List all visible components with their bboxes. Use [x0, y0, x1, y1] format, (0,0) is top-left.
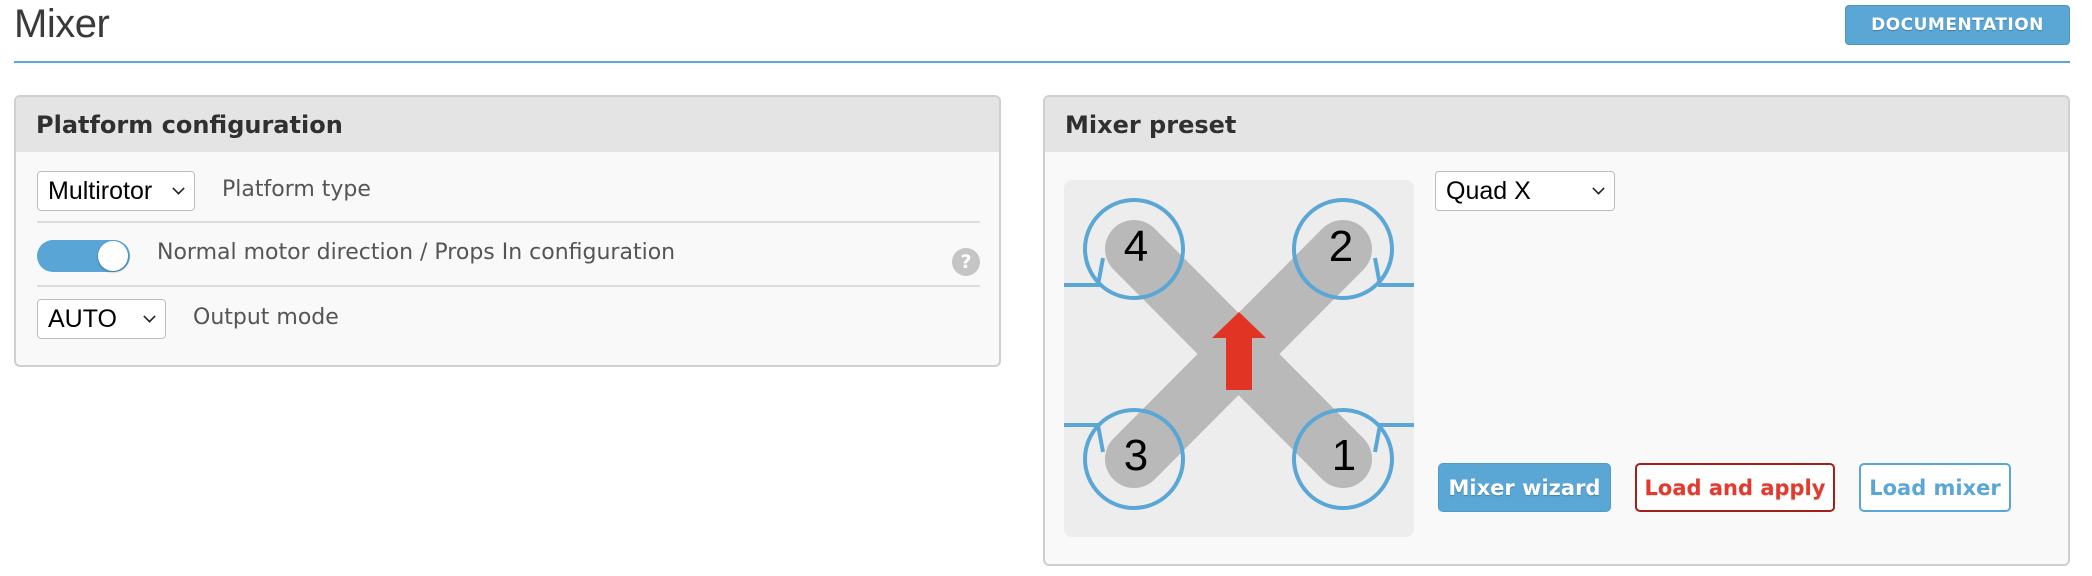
page-title: Mixer — [14, 2, 110, 46]
motor-4-label: 4 — [1124, 222, 1148, 271]
forward-arrow-icon — [1212, 312, 1266, 390]
output-mode-select[interactable]: AUTO — [37, 299, 166, 339]
chevron-down-icon — [172, 182, 185, 195]
platform-type-select[interactable]: Multirotor — [37, 171, 195, 211]
motor-1-label: 1 — [1332, 431, 1356, 480]
row-divider — [37, 285, 980, 287]
mixer-wizard-button[interactable]: Mixer wizard — [1438, 463, 1611, 512]
quadcopter-icon: 4 2 3 1 — [1064, 198, 1414, 510]
output-mode-label: Output mode — [193, 305, 339, 330]
chevron-down-icon — [1592, 182, 1605, 195]
chevron-down-icon — [143, 310, 156, 323]
platform-type-label: Platform type — [222, 177, 371, 202]
load-and-apply-button[interactable]: Load and apply — [1635, 463, 1835, 512]
output-mode-value: AUTO — [48, 304, 117, 333]
panel-title: Platform configuration — [16, 97, 999, 152]
load-mixer-button[interactable]: Load mixer — [1859, 463, 2011, 512]
title-divider — [14, 61, 2070, 63]
motor-direction-toggle[interactable] — [37, 240, 130, 272]
motor-2-label: 2 — [1329, 222, 1353, 271]
platform-configuration-panel: Platform configuration — [14, 95, 1001, 367]
quad-x-diagram: 4 2 3 1 — [1064, 180, 1414, 537]
platform-type-value: Multirotor — [48, 176, 153, 205]
toggle-knob — [98, 241, 128, 271]
mixer-preset-select[interactable]: Quad X — [1435, 171, 1615, 211]
panel-title: Mixer preset — [1045, 97, 2068, 152]
question-circle-icon[interactable]: ? — [952, 248, 980, 276]
documentation-button[interactable]: DOCUMENTATION — [1845, 5, 2070, 45]
row-divider — [37, 221, 980, 223]
mixer-preset-value: Quad X — [1446, 176, 1531, 205]
motor-3-label: 3 — [1124, 431, 1148, 480]
motor-direction-label: Normal motor direction / Props In config… — [157, 240, 676, 265]
